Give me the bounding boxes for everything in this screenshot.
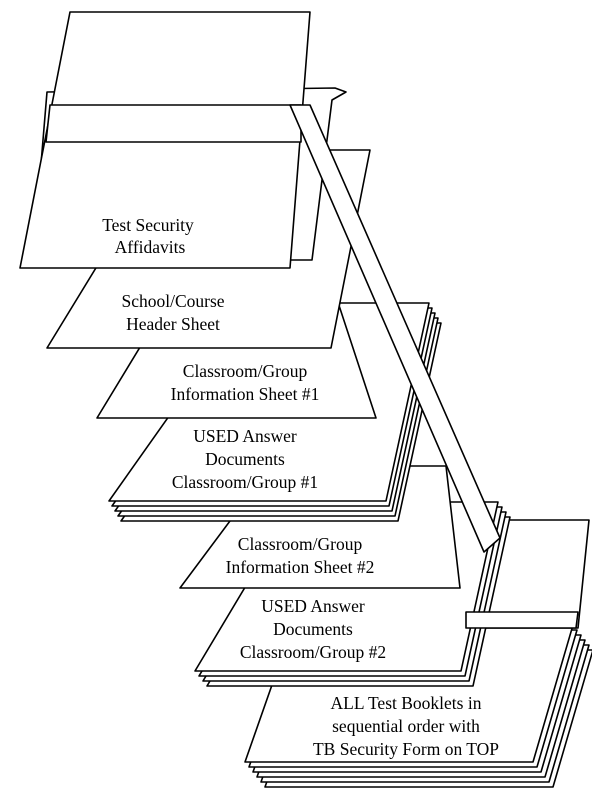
test-booklets-label: ALL Test Booklets in sequential order wi… xyxy=(313,693,499,759)
test-booklets-label-line3: TB Security Form on TOP xyxy=(313,739,499,759)
answer-documents-2-label-line3: Classroom/Group #2 xyxy=(240,642,386,662)
test-booklets-label-line2: sequential order with xyxy=(332,716,480,736)
info-sheet-2-label-line2: Information Sheet #2 xyxy=(226,557,375,577)
affidavits-label: Test Security Affidavits xyxy=(102,215,194,257)
answer-documents-2-label: USED Answer Documents Classroom/Group #2 xyxy=(240,596,386,662)
header-sheet-label: School/Course Header Sheet xyxy=(121,291,224,334)
affidavits-label-line1: Test Security xyxy=(102,215,194,235)
info-sheet-2-label-line1: Classroom/Group xyxy=(238,534,363,554)
info-sheet-1-label: Classroom/Group Information Sheet #1 xyxy=(171,361,320,404)
top-band xyxy=(45,104,302,143)
info-sheet-1-label-line1: Classroom/Group xyxy=(183,361,308,381)
affidavits-label-line2: Affidavits xyxy=(115,237,186,257)
info-sheet-2-label: Classroom/Group Information Sheet #2 xyxy=(226,534,375,577)
header-sheet-label-line1: School/Course xyxy=(121,291,224,311)
answer-documents-1-label-line2: Documents xyxy=(205,449,285,469)
info-sheet-1-label-line2: Information Sheet #1 xyxy=(171,384,320,404)
answer-documents-1-label-line1: USED Answer xyxy=(193,426,297,446)
answer-documents-2-label-line2: Documents xyxy=(273,619,353,639)
answer-documents-1-label: USED Answer Documents Classroom/Group #1 xyxy=(172,426,318,492)
header-sheet-label-line2: Header Sheet xyxy=(126,314,220,334)
answer-documents-1-label-line3: Classroom/Group #1 xyxy=(172,472,318,492)
answer-documents-2-label-line1: USED Answer xyxy=(261,596,365,616)
test-booklets-label-line1: ALL Test Booklets in xyxy=(331,693,482,713)
booklets-band xyxy=(465,611,579,629)
diagonal-band xyxy=(289,104,501,553)
